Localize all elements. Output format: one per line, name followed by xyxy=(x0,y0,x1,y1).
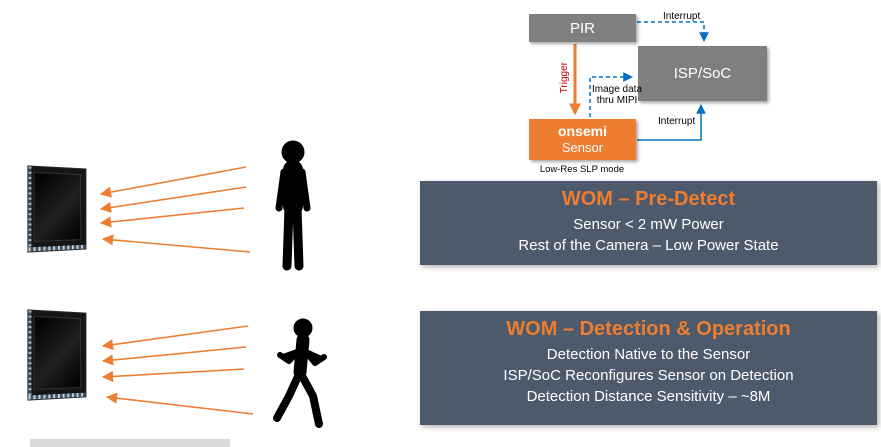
interrupt-top-label: Interrupt xyxy=(663,11,701,22)
pir-block: PIR xyxy=(529,14,636,42)
sensor-pads xyxy=(28,166,32,252)
walking-person-icon xyxy=(273,318,327,428)
image-sensor-photo-top xyxy=(27,165,87,253)
pre-detect-line-2: Rest of the Camera – Low Power State xyxy=(518,237,779,254)
sensor-die xyxy=(33,171,82,242)
mipi-label: Image data thru MIPI xyxy=(586,84,648,106)
detection-line-1: Detection Native to the Sensor xyxy=(546,346,751,363)
standing-person-icon xyxy=(275,140,311,271)
onsemi-label: onsemi xyxy=(557,122,607,139)
motion-arrow xyxy=(99,207,245,228)
pre-detect-panel: WOM – Pre-Detect Sensor < 2 mW Power Res… xyxy=(420,181,877,265)
detection-line-2: ISP/SoC Reconfigures Sensor on Detection xyxy=(503,367,794,384)
isp-soc-block: ISP/SoC xyxy=(638,46,767,101)
detection-panel: WOM – Detection & Operation Detection Na… xyxy=(420,311,877,425)
image-sensor-photo-bottom xyxy=(27,309,87,401)
pre-detect-line-1: Sensor < 2 mW Power xyxy=(573,216,724,233)
sensor-label: Sensor xyxy=(561,140,604,156)
detection-line-3: Detection Distance Sensitivity – ~8M xyxy=(526,388,771,405)
detection-title: WOM – Detection & Operation xyxy=(506,318,791,340)
mipi-label-line1: Image data xyxy=(591,84,643,95)
sensor-pads xyxy=(28,310,32,400)
motion-arrow xyxy=(105,392,254,415)
slp-mode-label: Low-Res SLP mode xyxy=(539,164,625,175)
sensor-to-isp-interrupt-arrow xyxy=(637,104,706,141)
pir-label: PIR xyxy=(569,19,595,37)
mipi-label-line2: thru MIPI xyxy=(596,95,638,106)
pre-detect-title: WOM – Pre-Detect xyxy=(561,188,736,210)
motion-arrow xyxy=(101,368,245,383)
table-edge xyxy=(30,439,230,447)
sensor-die xyxy=(33,315,82,391)
trigger-label: Trigger xyxy=(559,62,570,94)
interrupt-bottom-label: Interrupt xyxy=(658,116,696,127)
motion-arrow xyxy=(101,346,247,366)
pir-to-isp-interrupt-arrow xyxy=(637,21,709,42)
motion-arrow xyxy=(99,166,247,198)
motion-arrow xyxy=(101,325,249,351)
motion-arrow xyxy=(101,234,251,253)
motion-arrow xyxy=(99,186,247,214)
isp-soc-label: ISP/SoC xyxy=(673,65,732,82)
onsemi-sensor-block: onsemi Sensor xyxy=(529,119,636,160)
